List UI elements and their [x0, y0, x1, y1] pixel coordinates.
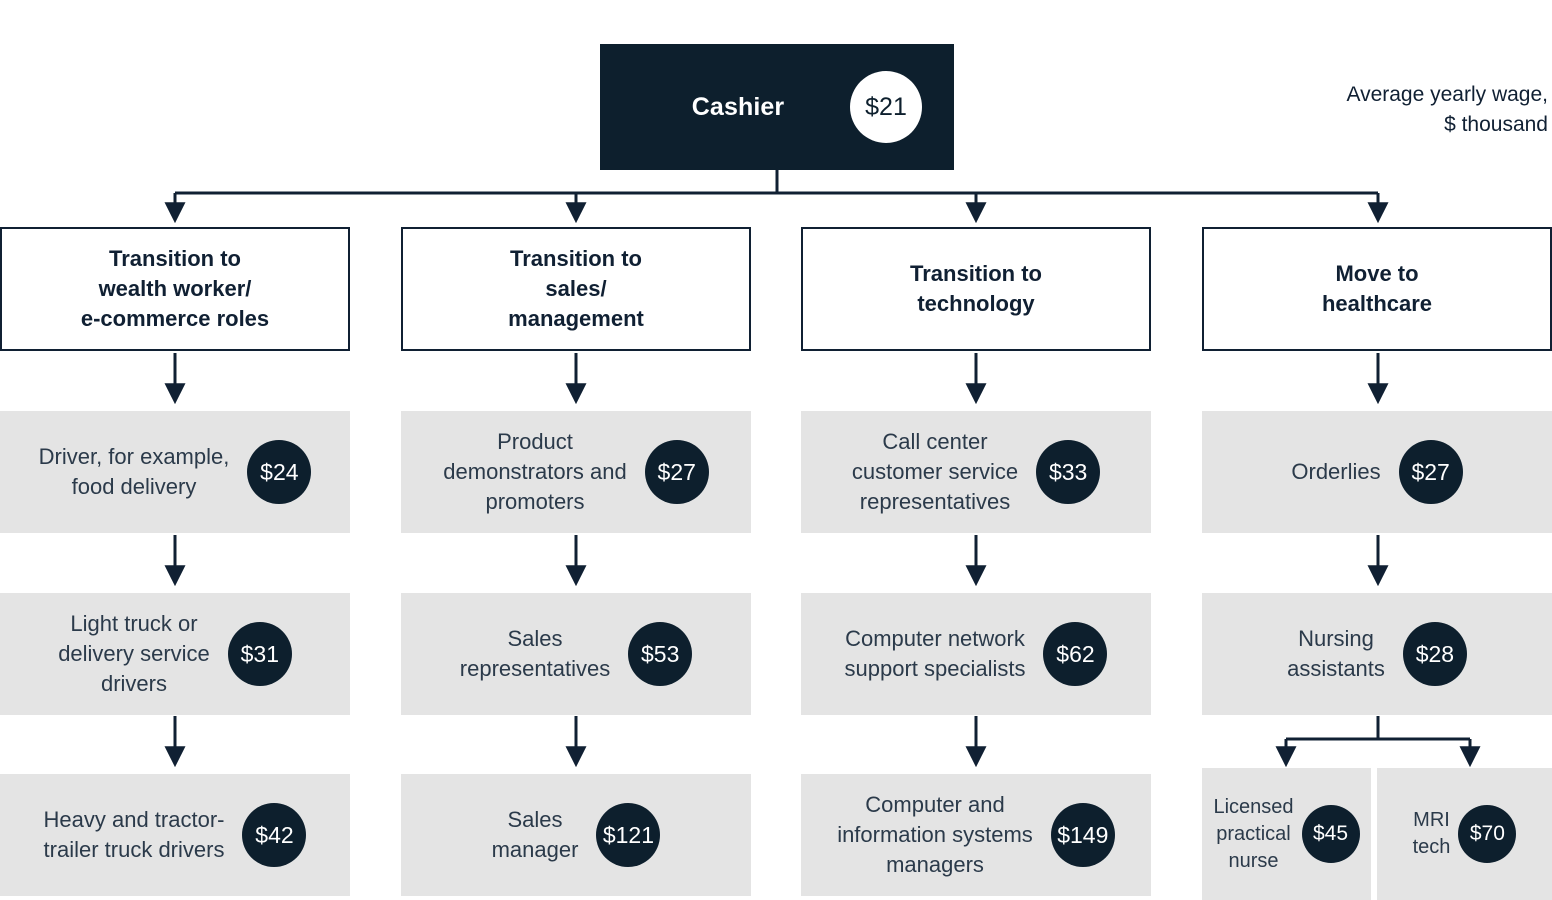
step-label: Driver, for example, food delivery — [38, 444, 230, 499]
step-inner: Sales manager $121 — [401, 803, 751, 867]
step-box-light-truck-drivers[interactable]: Light truck or delivery service drivers … — [0, 593, 350, 715]
branch-header-healthcare[interactable]: Move to healthcare — [1202, 227, 1552, 351]
step-box-heavy-tractor-trailer-drivers[interactable]: Heavy and tractor- trailer truck drivers… — [0, 774, 350, 896]
step-box-driver-food-delivery[interactable]: Driver, for example, food delivery $24 — [0, 411, 350, 533]
step-inner: Driver, for example, food delivery $24 — [0, 440, 350, 504]
step-wage-badge: $28 — [1402, 622, 1467, 686]
step-wage-badge: $53 — [628, 622, 693, 686]
step-wage-badge: $42 — [242, 803, 307, 867]
step-wage-badge: $27 — [644, 440, 709, 504]
step-label: Sales representatives — [459, 626, 611, 681]
step-inner: Product demonstrators and promoters $27 — [401, 427, 751, 517]
step-label: Sales manager — [491, 807, 579, 862]
step-wage-badge: $149 — [1050, 803, 1115, 867]
step-label: Call center customer service representat… — [851, 429, 1019, 514]
step-inner: Call center customer service representat… — [801, 427, 1151, 517]
branch-header-label: Move to healthcare — [1321, 261, 1433, 316]
branch-header-wealth-ecommerce[interactable]: Transition to wealth worker/ e-commerce … — [0, 227, 350, 351]
step-wage-badge: $27 — [1398, 440, 1463, 504]
step-inner: Licensed practical nurse $45 — [1202, 794, 1371, 875]
step-wage-badge: $31 — [227, 622, 292, 686]
step-inner: Computer and information systems manager… — [801, 790, 1151, 880]
step-label: Computer and information systems manager… — [837, 792, 1033, 877]
step-box-sales-representatives[interactable]: Sales representatives $53 — [401, 593, 751, 715]
step-label: Product demonstrators and promoters — [443, 429, 627, 514]
root-node-label: Cashier — [691, 92, 785, 121]
step-inner: Heavy and tractor- trailer truck drivers… — [0, 803, 350, 867]
step-wage-badge: $121 — [596, 803, 661, 867]
step-label: Computer network support specialists — [844, 626, 1026, 681]
step-box-information-systems-managers[interactable]: Computer and information systems manager… — [801, 774, 1151, 896]
root-node-cashier[interactable]: Cashier $21 — [600, 44, 954, 170]
branch-header-label: Transition to wealth worker/ e-commerce … — [80, 246, 270, 331]
branch-header-sales-management[interactable]: Transition to sales/ management — [401, 227, 751, 351]
step-box-mri-tech[interactable]: MRI tech $70 — [1377, 768, 1552, 900]
step-inner: Sales representatives $53 — [401, 622, 751, 686]
step-wage-badge: $62 — [1043, 622, 1108, 686]
step-label: Heavy and tractor- trailer truck drivers — [43, 807, 225, 862]
step-box-licensed-practical-nurse[interactable]: Licensed practical nurse $45 — [1202, 768, 1371, 900]
branch-header-technology[interactable]: Transition to technology — [801, 227, 1151, 351]
step-wage-badge: $33 — [1036, 440, 1101, 504]
step-inner: MRI tech $70 — [1377, 805, 1552, 863]
step-inner: Light truck or delivery service drivers … — [0, 609, 350, 699]
root-node-wage-badge: $21 — [850, 71, 922, 143]
step-box-product-demonstrators[interactable]: Product demonstrators and promoters $27 — [401, 411, 751, 533]
step-box-computer-network-support[interactable]: Computer network support specialists $62 — [801, 593, 1151, 715]
step-inner: Orderlies $27 — [1202, 440, 1552, 504]
step-label: Nursing assistants — [1287, 626, 1385, 681]
step-label: Licensed practical nurse — [1213, 795, 1294, 872]
step-label: Orderlies — [1291, 459, 1381, 484]
step-box-orderlies[interactable]: Orderlies $27 — [1202, 411, 1552, 533]
step-wage-badge: $70 — [1458, 805, 1517, 863]
step-wage-badge: $24 — [247, 440, 312, 504]
branch-header-label: Transition to sales/ management — [508, 246, 644, 331]
branch-header-label: Transition to technology — [910, 261, 1042, 316]
step-box-call-center-reps[interactable]: Call center customer service representat… — [801, 411, 1151, 533]
step-box-nursing-assistants[interactable]: Nursing assistants $28 — [1202, 593, 1552, 715]
step-label: MRI tech — [1412, 809, 1451, 858]
step-wage-badge: $45 — [1301, 805, 1360, 863]
step-inner: Computer network support specialists $62 — [801, 622, 1151, 686]
step-label: Light truck or delivery service drivers — [58, 611, 210, 696]
step-box-sales-manager[interactable]: Sales manager $121 — [401, 774, 751, 896]
units-caption: Average yearly wage, $ thousand — [1346, 83, 1548, 136]
step-inner: Nursing assistants $28 — [1202, 622, 1552, 686]
